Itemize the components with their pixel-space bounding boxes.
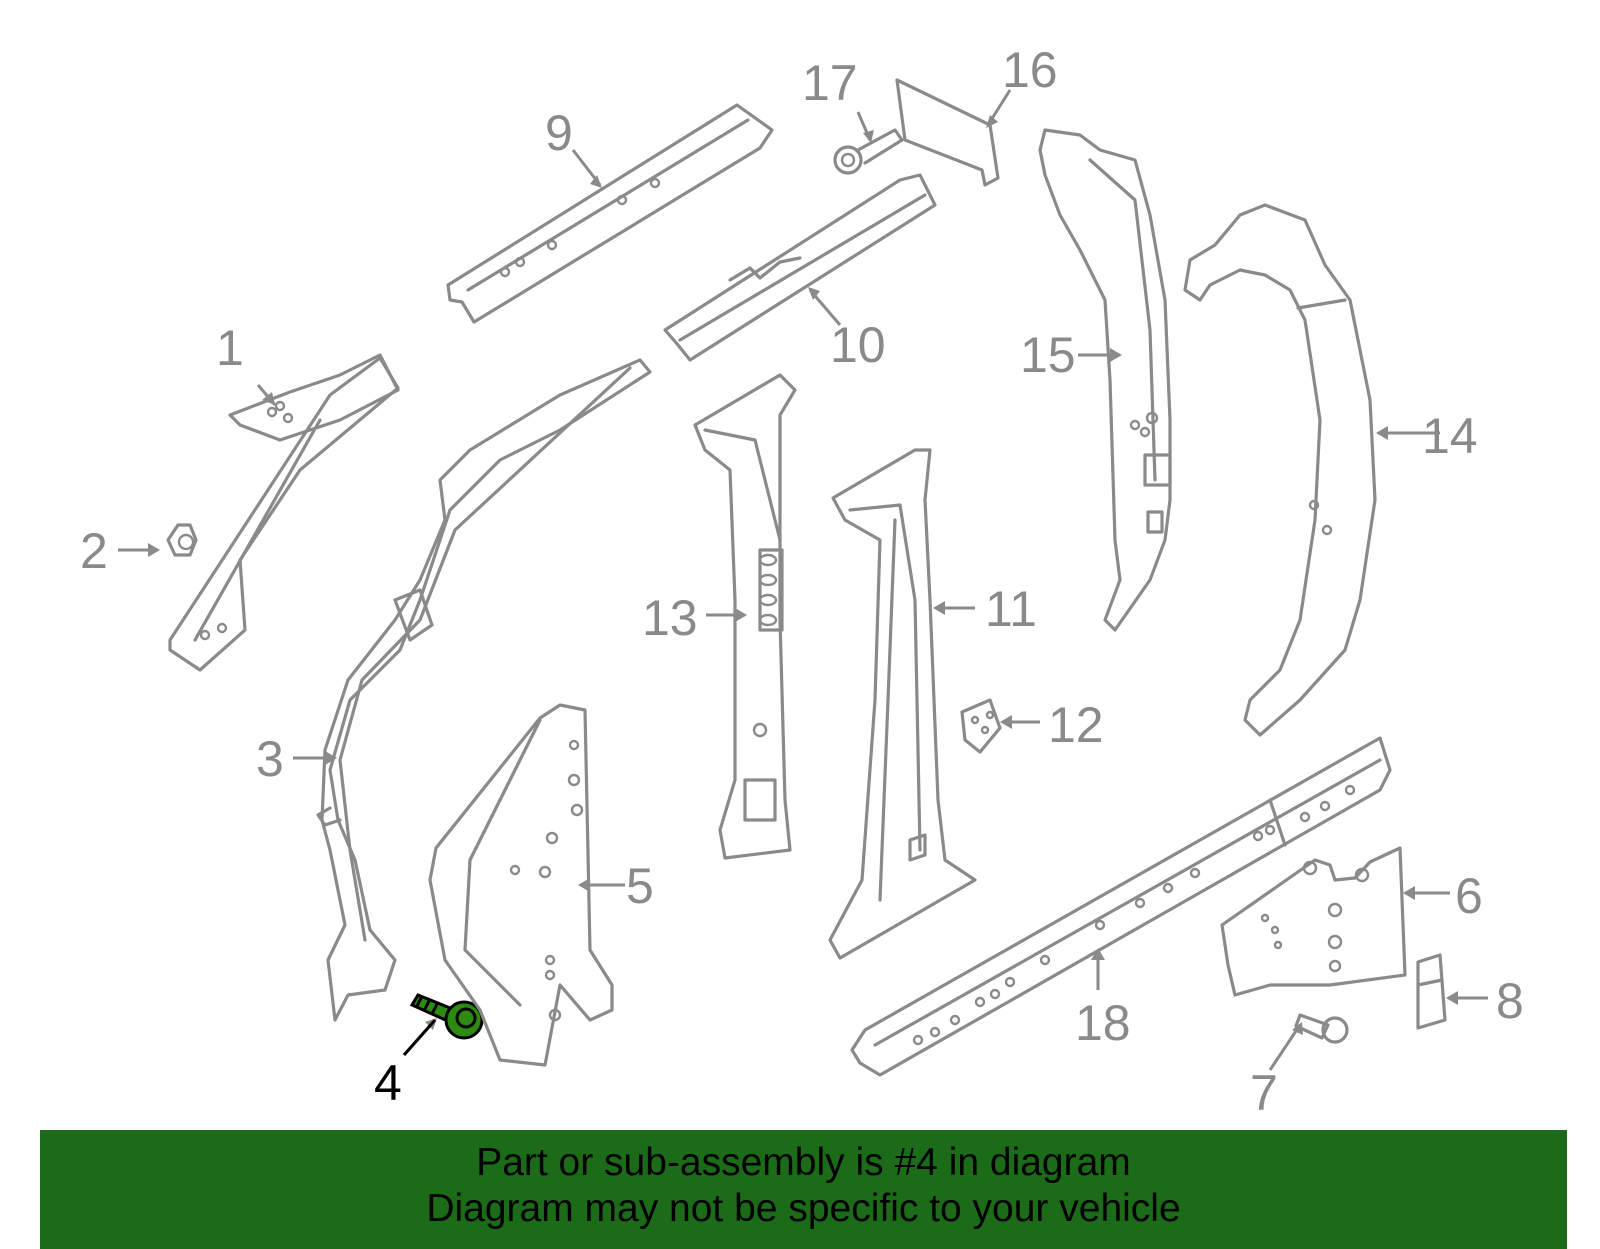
callout-5[interactable]: 5 — [626, 858, 654, 914]
callout-18[interactable]: 18 — [1075, 995, 1131, 1051]
part-7-bolt[interactable] — [1294, 1013, 1349, 1044]
part-12-plate[interactable] — [960, 698, 1002, 754]
callout-2[interactable]: 2 — [80, 523, 108, 579]
callout-9[interactable]: 9 — [545, 105, 573, 161]
callout-10[interactable]: 10 — [830, 317, 886, 373]
callout-15[interactable]: 15 — [1020, 327, 1076, 383]
callout-labels: 1 2 3 4 5 6 7 8 9 10 11 12 13 14 15 16 1… — [80, 42, 1524, 1121]
callout-16[interactable]: 16 — [1002, 42, 1058, 98]
part-14-pillar-outer[interactable] — [1183, 203, 1377, 737]
part-16-bracket[interactable] — [895, 78, 1000, 187]
callout-3[interactable]: 3 — [256, 731, 284, 787]
parts-diagram: 1 2 3 4 5 6 7 8 9 10 11 12 13 14 15 16 1… — [80, 42, 1524, 1121]
part-5-hinge-pillar[interactable] — [428, 703, 614, 1067]
part-17-bolt[interactable] — [833, 128, 904, 175]
callout-14[interactable]: 14 — [1422, 408, 1478, 464]
callout-6[interactable]: 6 — [1455, 868, 1483, 924]
callout-8[interactable]: 8 — [1496, 973, 1524, 1029]
callout-4[interactable]: 4 — [374, 1055, 402, 1111]
part-3-pillar[interactable] — [316, 358, 652, 1022]
callout-13[interactable]: 13 — [642, 590, 698, 646]
part-6-bracket[interactable] — [1220, 846, 1407, 997]
part-11-b-pillar[interactable] — [828, 448, 977, 960]
part-18-rocker[interactable] — [850, 736, 1392, 1077]
banner-line-1: Part or sub-assembly is #4 in diagram — [476, 1141, 1131, 1184]
part-13-pillar-reinforcement[interactable] — [693, 373, 797, 860]
callout-11[interactable]: 11 — [985, 581, 1037, 637]
part-10-rail[interactable] — [663, 173, 937, 362]
info-banner: Part or sub-assembly is #4 in diagram Di… — [40, 1130, 1567, 1249]
part-4-bolt[interactable] — [409, 993, 484, 1040]
callout-17[interactable]: 17 — [802, 55, 858, 111]
callout-arrows — [118, 89, 1488, 1071]
banner-line-2: Diagram may not be specific to your vehi… — [426, 1187, 1181, 1230]
part-2-clip[interactable] — [166, 523, 198, 557]
part-1-pillar-panel[interactable] — [168, 356, 400, 672]
part-9-roof-rail[interactable] — [446, 103, 774, 324]
callout-1[interactable]: 1 — [216, 320, 244, 376]
callout-12[interactable]: 12 — [1048, 697, 1104, 753]
part-8-bracket[interactable] — [1416, 953, 1447, 1030]
callout-7[interactable]: 7 — [1250, 1065, 1278, 1121]
part-15-pillar-inner[interactable] — [1038, 128, 1172, 632]
part-1-bracket[interactable] — [228, 353, 400, 442]
